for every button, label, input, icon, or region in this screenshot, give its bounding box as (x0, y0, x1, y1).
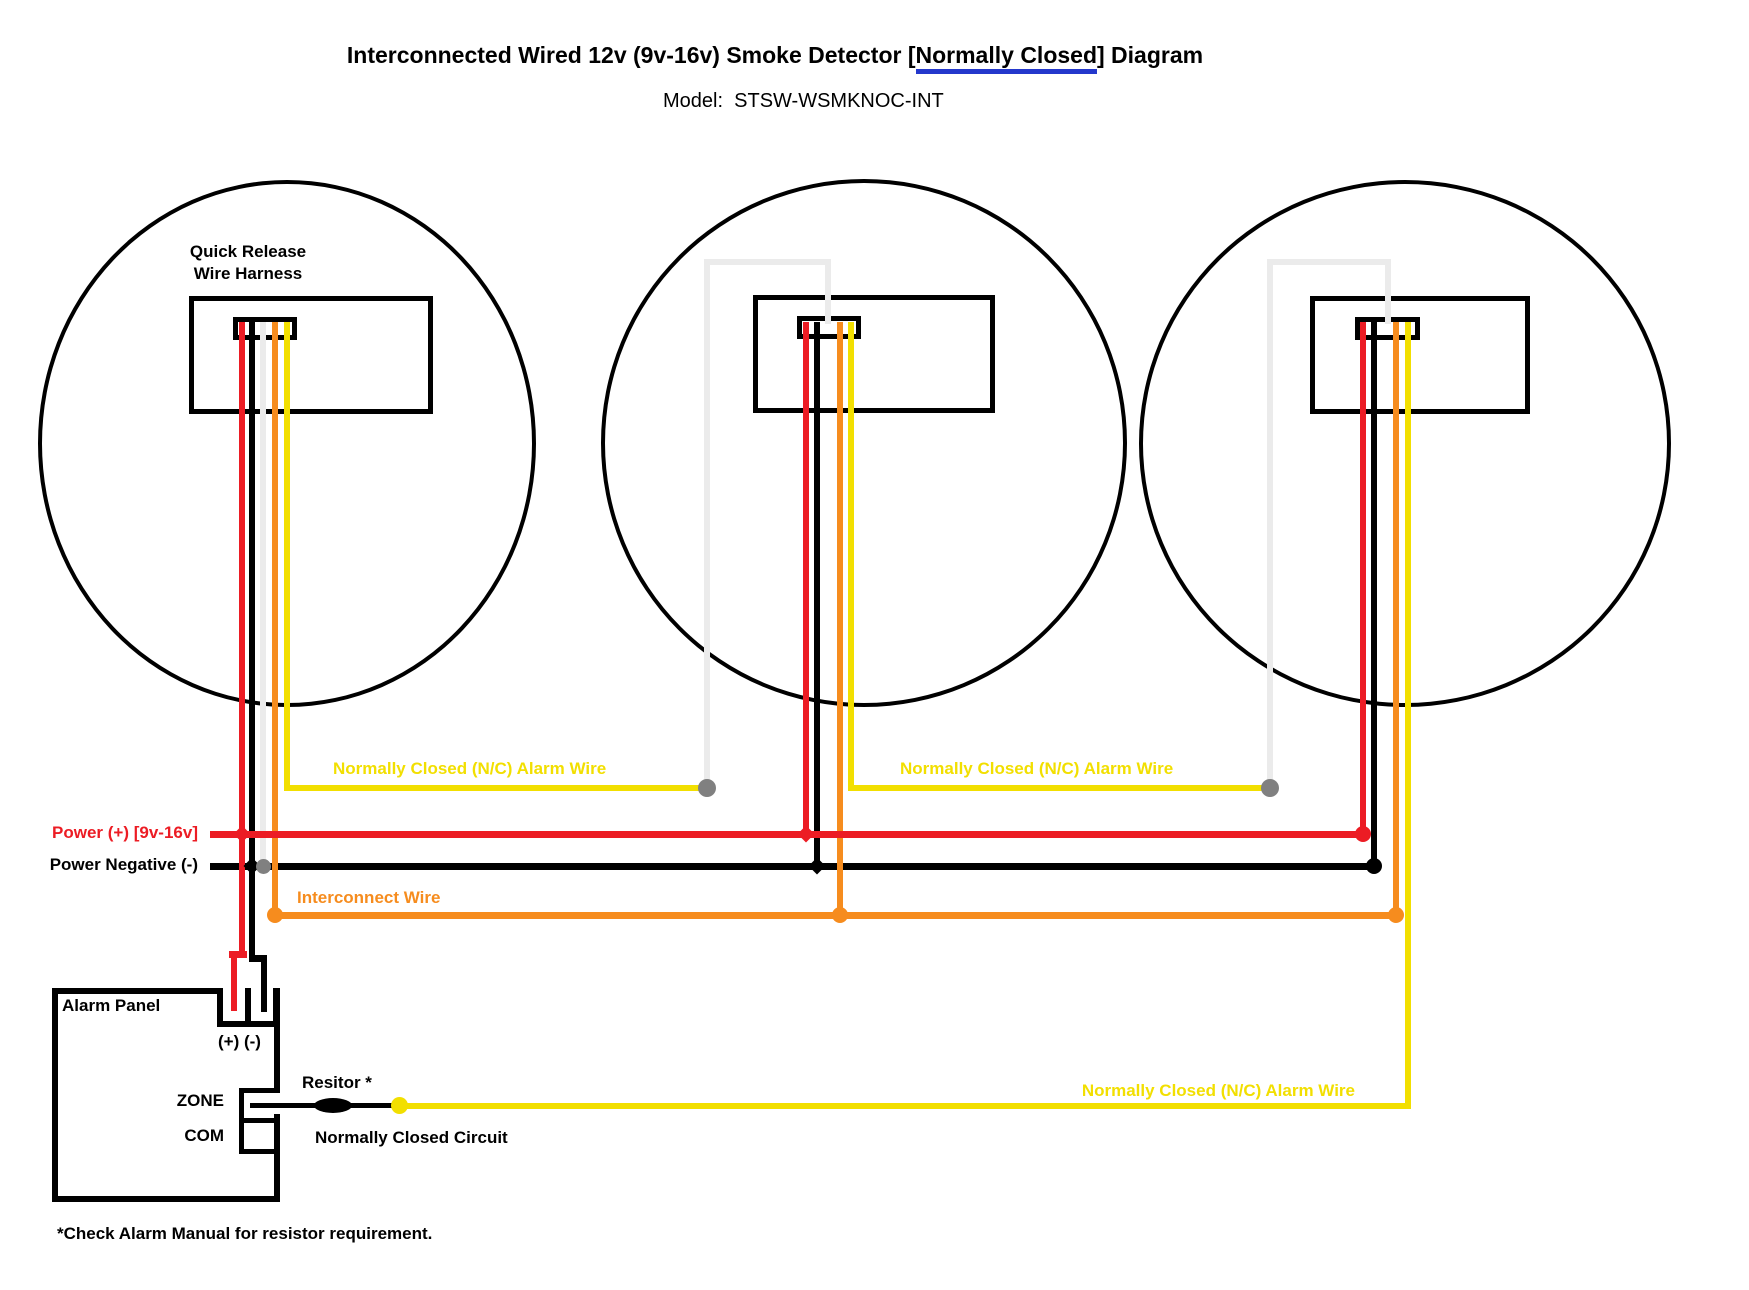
alarm-panel-left-edge (52, 988, 58, 1202)
junction-orange-detector-1 (267, 907, 283, 923)
terminal-block-wall-right (273, 988, 279, 1027)
junction-red-detector-1 (233, 825, 251, 843)
power-negative-label: Power Negative (-) (49, 855, 198, 874)
junction-red-detector-2 (797, 825, 815, 843)
detector-3-white-wire-vertical (1267, 259, 1273, 791)
zone-com-block-bottom (239, 1149, 280, 1154)
title-suffix: ] Diagram (1097, 42, 1204, 68)
junction-red-detector-3 (1355, 826, 1371, 842)
detector-1-orange-wire (272, 322, 278, 918)
detector-2-red-wire (803, 322, 809, 838)
title-prefix: Interconnected Wired 12v (9v-16v) Smoke … (346, 42, 916, 68)
resistor-label: Resitor * (302, 1073, 372, 1092)
quick-release-line1: Quick Release (189, 242, 307, 261)
detector-1-harness-box (189, 296, 433, 414)
alarm-panel-label: Alarm Panel (62, 996, 161, 1015)
detector-1-black-wire (249, 322, 255, 962)
detector-1-yellow-wire-vertical (284, 322, 290, 791)
nc-alarm-wire-1 (284, 785, 710, 791)
junction-black-detector-3 (1366, 858, 1382, 874)
junction-orange-detector-3 (1388, 907, 1404, 923)
page-title: Interconnected Wired 12v (9v-16v) Smoke … (0, 42, 1550, 74)
junction-nc-wire-1-to-2 (698, 779, 716, 797)
power-positive-line (210, 831, 1366, 838)
junction-black-detector-2 (808, 857, 826, 875)
nc-alarm-wire-1-label: Normally Closed (N/C) Alarm Wire (333, 759, 607, 778)
nc-alarm-wire-2 (848, 785, 1273, 791)
detector-2-white-wire-vertical (704, 259, 710, 791)
detector-2-harness-box (753, 295, 995, 413)
detector-3-white-wire-horizontal (1267, 259, 1391, 265)
detector-1-red-wire-to-terminal (231, 951, 237, 1011)
detector-3-harness-box (1310, 296, 1530, 414)
detector-3-red-wire (1360, 322, 1366, 838)
resistor-symbol (314, 1098, 352, 1113)
quick-release-line2: Wire Harness (193, 264, 303, 283)
nc-alarm-wire-3 (397, 1103, 1411, 1109)
detector-2-white-wire-horizontal (704, 259, 831, 265)
junction-yellow-zone-circuit (391, 1097, 408, 1114)
detector-2-yellow-wire-vertical (848, 322, 854, 791)
detector-3-yellow-wire-vertical (1405, 322, 1411, 1109)
quick-release-harness-label: Quick Release Wire Harness (158, 241, 338, 285)
title-underlined-normally-closed: Normally Closed (915, 42, 1097, 74)
detector-1-red-wire-jog (229, 951, 247, 958)
detector-2-orange-wire (837, 322, 843, 918)
detector-1-black-wire-jog (249, 955, 267, 962)
nc-alarm-wire-3-label: Normally Closed (N/C) Alarm Wire (1081, 1081, 1355, 1100)
interconnect-label: Interconnect Wire (297, 888, 441, 907)
detector-2-white-wire-stub (825, 259, 831, 324)
detector-1-red-wire (239, 322, 245, 958)
detector-1-black-wire-to-terminal (261, 955, 267, 1012)
zone-com-block-top (239, 1088, 280, 1093)
com-terminal-label: COM (184, 1126, 224, 1145)
detector-3-white-wire-stub (1385, 259, 1391, 324)
terminal-block-wall-left (217, 988, 223, 1027)
alarm-panel-top-edge (52, 988, 223, 994)
zone-com-block-divider (239, 1118, 280, 1123)
smoke-detector-2-outline (601, 179, 1127, 707)
alarm-panel-right-edge-upper (274, 988, 280, 1092)
zone-terminal-label: ZONE (176, 1091, 224, 1110)
terminal-block-bottom (217, 1021, 279, 1027)
junction-white-to-negative (256, 859, 271, 874)
terminal-block-wall-middle (245, 988, 251, 1027)
terminal-polarity-label: (+) (-) (218, 1032, 261, 1051)
power-negative-line (210, 863, 1377, 870)
detector-3-orange-wire (1393, 322, 1399, 918)
alarm-panel-bottom-edge (52, 1196, 280, 1202)
resistor-footnote: *Check Alarm Manual for resistor require… (57, 1224, 433, 1243)
nc-alarm-wire-2-label: Normally Closed (N/C) Alarm Wire (900, 759, 1174, 778)
normally-closed-circuit-label: Normally Closed Circuit (315, 1128, 508, 1147)
junction-nc-wire-2-to-3 (1261, 779, 1279, 797)
detector-1-white-wire (260, 322, 266, 869)
power-positive-label: Power (+) [9v-16v] (52, 823, 198, 842)
junction-orange-detector-2 (832, 907, 848, 923)
detector-3-black-wire (1371, 322, 1377, 870)
detector-2-black-wire (814, 322, 820, 870)
model-number: Model: STSW-WSMKNOC-INT (663, 90, 944, 112)
alarm-panel-right-edge-lower (274, 1114, 280, 1202)
